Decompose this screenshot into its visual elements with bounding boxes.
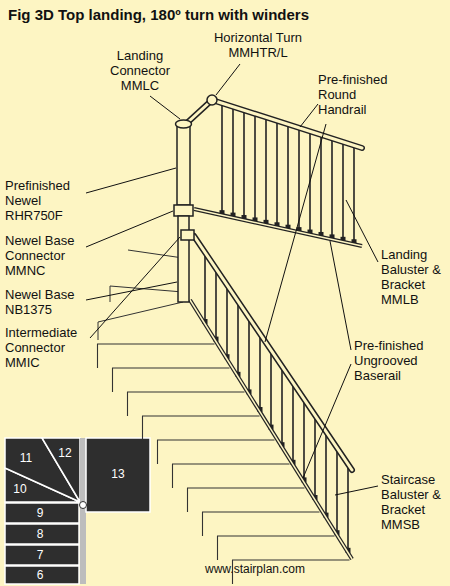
part-label: Newel Base NB1375 (5, 287, 85, 317)
step-number: 9 (37, 506, 44, 521)
part-label: Pre-finished Round Handrail (318, 72, 400, 117)
staircase-baluster (281, 368, 283, 445)
landing-baluster (221, 105, 223, 213)
landing-baluster (320, 137, 322, 235)
staircase-baluster (237, 303, 239, 375)
staircase-baluster (270, 352, 272, 428)
landing-baluster (298, 130, 300, 230)
landing-baluster (353, 147, 355, 242)
part-label: Pre-finished Ungrooved Baserail (354, 338, 442, 383)
step-number: 7 (37, 548, 44, 563)
part-label: Prefinished Newel RHR750F (5, 178, 85, 223)
stair-baserail (190, 300, 352, 559)
stair-step (143, 416, 260, 440)
plan-step (5, 503, 79, 523)
stair-step (173, 464, 290, 488)
stair-step (188, 488, 305, 512)
staircase-baluster (226, 287, 228, 357)
landing-baluster (254, 116, 256, 221)
landing-baluster (276, 123, 278, 225)
leader-line (150, 96, 180, 119)
staircase-baluster (215, 271, 217, 340)
leader-line (90, 237, 180, 338)
part-label: Landing Baluster & Bracket MMLB (381, 247, 447, 307)
staircase-baluster (336, 450, 338, 533)
part-label: Horizontal Turn MMHTR/L (203, 30, 313, 60)
landing-connector (176, 120, 192, 128)
plan-newel (80, 502, 87, 509)
leader-line (300, 104, 318, 127)
intermediate-connector (181, 230, 194, 240)
staircase-baluster (248, 319, 250, 392)
staircase-baluster (303, 401, 305, 480)
stair-step (128, 392, 245, 416)
leader-line (216, 64, 240, 95)
part-label: Newel Base Connector MMNC (5, 233, 85, 278)
stair-step (218, 536, 335, 560)
step-number: 10 (13, 482, 26, 497)
plan-stairwell (80, 438, 86, 584)
landing-baluster (265, 119, 267, 223)
part-label: Intermediate Connector MMIC (5, 325, 90, 370)
leader-line (303, 364, 351, 478)
leader-line (265, 124, 326, 342)
landing-edge (128, 250, 183, 258)
step-number: 6 (37, 568, 44, 583)
stair-step (203, 512, 320, 536)
winder-tread (98, 302, 183, 340)
step-number: 8 (37, 527, 44, 542)
landing-baluster (287, 126, 289, 227)
plan-step (5, 566, 79, 584)
landing-baluster (232, 109, 234, 216)
plan-winder (5, 438, 80, 502)
landing-baserail (194, 209, 362, 246)
staircase-baluster (325, 433, 327, 515)
stair-step (158, 440, 275, 464)
plan-step (5, 545, 79, 565)
leader-lines (86, 64, 378, 495)
stair-step (98, 344, 215, 368)
newel-base (178, 216, 189, 302)
leader-line (335, 486, 378, 495)
watermark: www.stairplan.com (205, 562, 345, 577)
staircase-baluster (347, 466, 349, 551)
staircase-baluster (292, 385, 294, 463)
leader-line (346, 200, 378, 262)
landing-baluster (331, 140, 333, 237)
staircase-baluster (314, 417, 316, 498)
staircase-baluster (259, 336, 261, 410)
horizontal-turn (207, 95, 217, 105)
step-number: 13 (111, 467, 124, 482)
leader-line (86, 211, 173, 247)
landing-baluster (342, 144, 344, 240)
plan-winder (42, 438, 80, 502)
leader-line (86, 168, 176, 193)
landing-baluster (243, 112, 245, 218)
step-number: 11 (20, 451, 32, 466)
step-number: 12 (58, 446, 71, 461)
newel-post (177, 126, 190, 205)
figure-title: Fig 3D Top landing, 180º turn with winde… (8, 6, 309, 24)
staircase-baluster (204, 254, 206, 322)
plan-step (5, 524, 79, 544)
leader-line (330, 241, 351, 350)
plan-landing (86, 438, 150, 512)
plan-inset (5, 438, 150, 584)
stair-step (113, 368, 230, 392)
part-label: Staircase Baluster & Bracket MMSB (381, 472, 447, 532)
stair-baserail-fill (190, 300, 352, 559)
part-label: Landing Connector MMLC (100, 48, 180, 93)
newel-base-connector (174, 205, 193, 216)
landing-baserail-fill (194, 209, 362, 246)
